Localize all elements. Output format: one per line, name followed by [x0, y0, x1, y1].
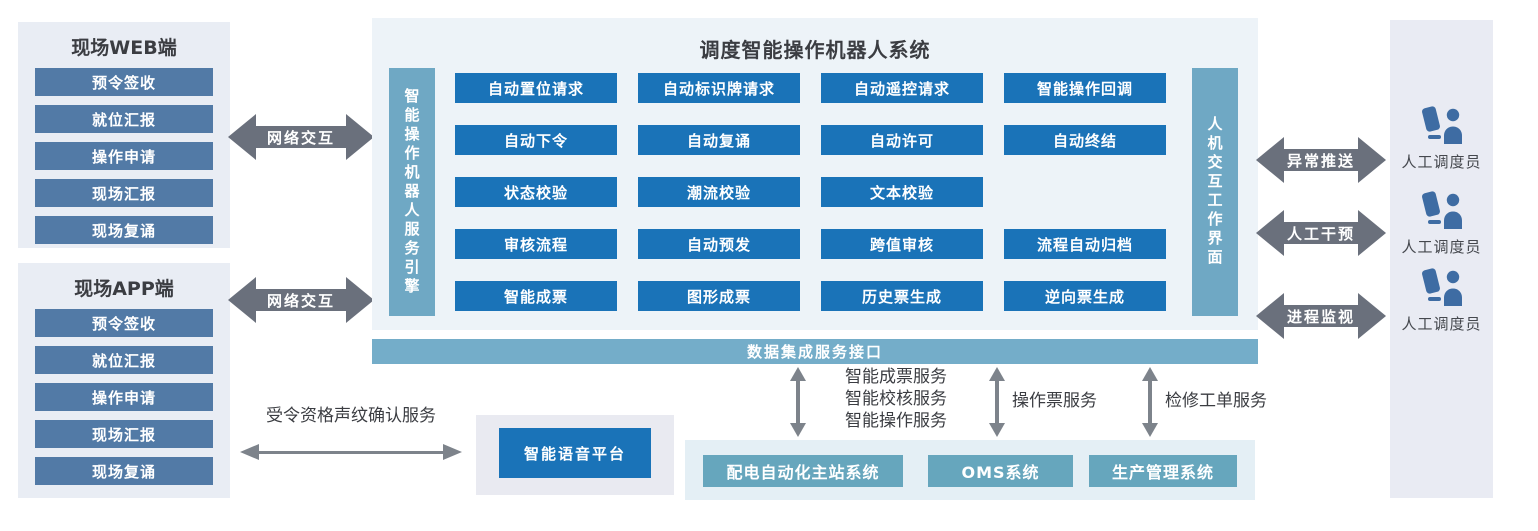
function-row-5: 智能成票 图形成票 历史票生成 逆向票生成 — [455, 281, 1166, 311]
arrow-right-head — [346, 277, 374, 323]
operator-label: 人工调度员 — [1401, 315, 1482, 333]
dispatcher-at-computer-icon — [1421, 106, 1462, 144]
panel-dispatchers: 人工调度员 人工调度员 人工调度 — [1390, 20, 1493, 498]
panel-field-app: 现场APP端 预令签收 就位汇报 操作申请 现场汇报 现场复诵 — [18, 263, 230, 498]
arrow-left-head — [240, 444, 259, 460]
function-row-3: 状态校验 潮流校验 文本校验 — [455, 177, 983, 207]
smart-services-labels: 智能成票服务 智能校核服务 智能操作服务 — [845, 366, 947, 432]
voice-confirm-service-label: 受令资格声纹确认服务 — [266, 406, 436, 426]
fn-auto-archive: 流程自动归档 — [1004, 229, 1166, 259]
field-app-item-presign: 预令签收 — [35, 309, 213, 337]
arrow-left-head — [1256, 137, 1284, 183]
arrow-right-head — [443, 444, 462, 460]
panel-robot-system: 调度智能操作机器人系统 智能操作机器人服务引擎 人机交互工作界面 自动置位请求 … — [372, 18, 1258, 330]
field-web-item-presign: 预令签收 — [35, 68, 213, 96]
operator-group-3: 人工调度员 — [1390, 268, 1493, 334]
robot-system-title: 调度智能操作机器人系统 — [699, 38, 931, 62]
svc-smart-operation-service: 智能操作服务 — [845, 411, 947, 431]
field-app-item-operation-request: 操作申请 — [35, 383, 213, 411]
arrow-left-head — [228, 114, 256, 160]
fn-text-check: 文本校验 — [821, 177, 983, 207]
system-oms: OMS系统 — [928, 455, 1073, 487]
operator-group-1: 人工调度员 — [1390, 106, 1493, 172]
svc-smart-ticket-service: 智能成票服务 — [845, 367, 947, 387]
fn-reverse-ticket: 逆向票生成 — [1004, 281, 1166, 311]
arrow-right-head — [346, 114, 374, 160]
svc-maintenance-order-service: 检修工单服务 — [1165, 391, 1267, 411]
field-web-title: 现场WEB端 — [71, 37, 177, 59]
smart-services-arrow — [789, 367, 807, 437]
field-web-item-operation-request: 操作申请 — [35, 142, 213, 170]
arrow-left-head — [228, 277, 256, 323]
panel-field-web: 现场WEB端 预令签收 就位汇报 操作申请 现场汇报 现场复诵 — [18, 22, 230, 248]
panel-external-systems: 配电自动化主站系统 OMS系统 生产管理系统 — [685, 440, 1255, 500]
fn-review-flow: 审核流程 — [455, 229, 617, 259]
fn-auto-repeat: 自动复诵 — [638, 125, 800, 155]
exception-push-label: 异常推送 — [1286, 151, 1355, 170]
arrow-left-head — [1256, 293, 1284, 339]
network-arrow-bottom-label: 网络交互 — [266, 291, 335, 310]
operator-label: 人工调度员 — [1401, 153, 1482, 171]
fn-auto-order: 自动下令 — [455, 125, 617, 155]
field-web-item-site-repeat: 现场复诵 — [35, 216, 213, 244]
fn-auto-preissue: 自动预发 — [638, 229, 800, 259]
svc-smart-check-service: 智能校核服务 — [845, 389, 947, 409]
fn-auto-tag-request: 自动标识牌请求 — [638, 73, 800, 103]
panel-voice-platform: 智能语音平台 — [476, 415, 674, 495]
network-arrow-top-label: 网络交互 — [266, 128, 335, 147]
maintenance-order-arrow — [1141, 367, 1159, 437]
fn-auto-remote-request: 自动遥控请求 — [821, 73, 983, 103]
dispatcher-at-computer-icon — [1421, 191, 1462, 229]
operator-group-2: 人工调度员 — [1390, 191, 1493, 257]
process-monitor-label: 进程监视 — [1286, 307, 1355, 326]
manual-intervention-label: 人工干预 — [1286, 224, 1355, 243]
arrow-left-head — [1256, 210, 1284, 256]
field-web-item-site-report: 现场汇报 — [35, 179, 213, 207]
operation-ticket-arrow — [988, 367, 1006, 437]
svc-operation-ticket-service: 操作票服务 — [1012, 391, 1097, 411]
field-app-title: 现场APP端 — [74, 278, 174, 300]
hmi-workbench-bar: 人机交互工作界面 — [1192, 68, 1238, 316]
fn-auto-permit: 自动许可 — [821, 125, 983, 155]
fn-graphic-ticket: 图形成票 — [638, 281, 800, 311]
voice-confirm-service-arrow — [240, 443, 462, 461]
field-web-item-inplace-report: 就位汇报 — [35, 105, 213, 133]
fn-smart-ticket: 智能成票 — [455, 281, 617, 311]
manual-intervention-arrow: 人工干预 — [1256, 210, 1386, 256]
dispatcher-at-computer-icon — [1421, 268, 1462, 306]
arrow-right-head — [1358, 293, 1386, 339]
arrow-right-head — [1358, 137, 1386, 183]
fn-powerflow-check: 潮流校验 — [638, 177, 800, 207]
fn-cross-shift-review: 跨值审核 — [821, 229, 983, 259]
system-production-management: 生产管理系统 — [1089, 455, 1237, 487]
function-row-2: 自动下令 自动复诵 自动许可 自动终结 — [455, 125, 1166, 155]
network-arrow-bottom: 网络交互 — [228, 277, 374, 323]
voice-platform-button: 智能语音平台 — [499, 428, 651, 478]
fn-state-check: 状态校验 — [455, 177, 617, 207]
field-app-item-site-repeat: 现场复诵 — [35, 457, 213, 485]
function-row-1: 自动置位请求 自动标识牌请求 自动遥控请求 智能操作回调 — [455, 73, 1166, 103]
fn-smart-operation-callback: 智能操作回调 — [1004, 73, 1166, 103]
fn-history-ticket: 历史票生成 — [821, 281, 983, 311]
data-integration-bar: 数据集成服务接口 — [372, 339, 1258, 364]
field-app-item-site-report: 现场汇报 — [35, 420, 213, 448]
system-distribution-automation: 配电自动化主站系统 — [703, 455, 903, 487]
fn-auto-position-request: 自动置位请求 — [455, 73, 617, 103]
process-monitor-arrow: 进程监视 — [1256, 293, 1386, 339]
arrow-right-head — [1358, 210, 1386, 256]
fn-auto-terminate: 自动终结 — [1004, 125, 1166, 155]
operator-label: 人工调度员 — [1401, 238, 1482, 256]
service-engine-bar: 智能操作机器人服务引擎 — [389, 68, 435, 316]
function-row-4: 审核流程 自动预发 跨值审核 流程自动归档 — [455, 229, 1166, 259]
network-arrow-top: 网络交互 — [228, 114, 374, 160]
exception-push-arrow: 异常推送 — [1256, 137, 1386, 183]
field-app-item-inplace-report: 就位汇报 — [35, 346, 213, 374]
